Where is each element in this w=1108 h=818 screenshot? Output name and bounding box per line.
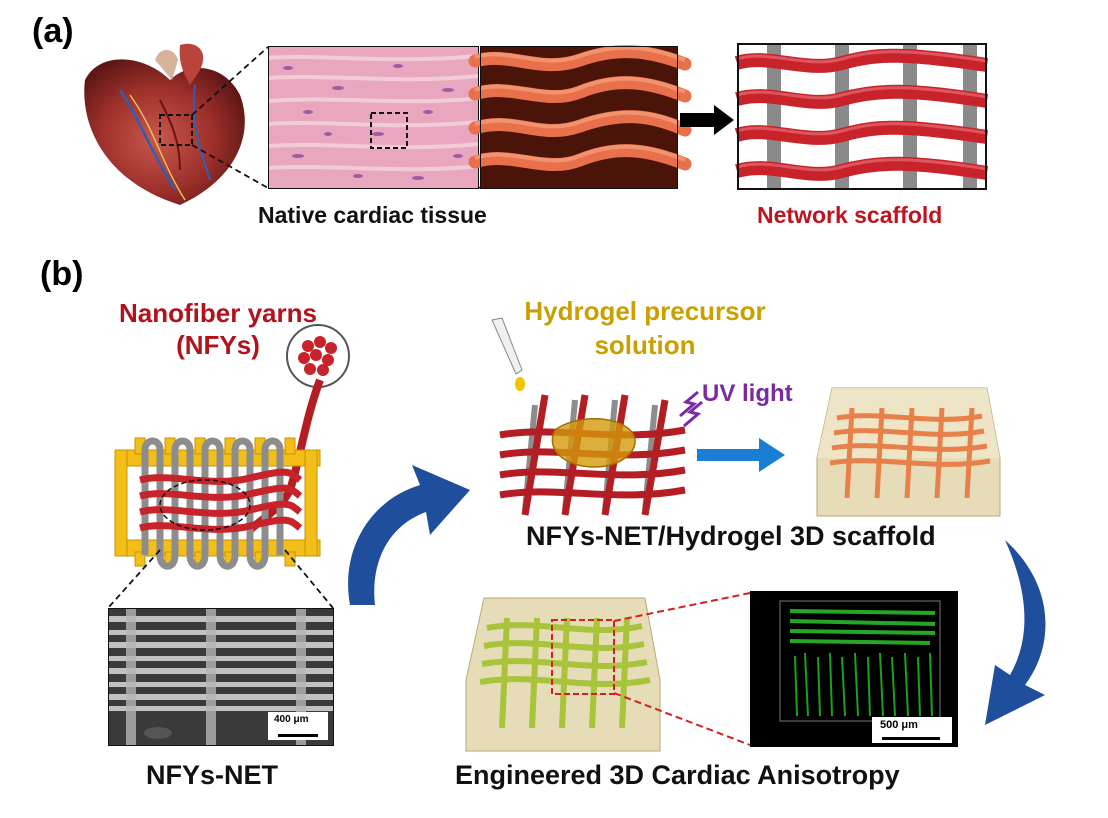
network-scaffold-image <box>734 43 989 190</box>
curved-arrow-icon-2 <box>985 540 1046 725</box>
uv-arrow-icon <box>697 438 785 472</box>
confocal-image <box>750 591 958 747</box>
uv-rays-icon <box>679 390 703 428</box>
histology-image <box>267 46 480 189</box>
pipette-icon <box>491 317 525 391</box>
uv-light-label: UV light <box>702 380 793 407</box>
engineered-box-3d <box>465 597 661 752</box>
hydrogel-mesh-illustration <box>499 394 686 516</box>
hydrogel-label: Hydrogel precursor solution <box>480 294 810 362</box>
nanofiber-yarns-line1: Nanofiber yarns <box>119 298 317 328</box>
panel-b-letter: (b) <box>40 255 84 293</box>
nfy-frame-illustration <box>114 378 324 570</box>
network-scaffold-label: Network scaffold <box>757 202 943 228</box>
hydrogel-box-3d <box>816 387 1001 517</box>
engineered-label: Engineered 3D Cardiac Anisotropy <box>455 760 900 790</box>
hydrogel-line1: Hydrogel precursor <box>524 296 766 326</box>
sem-image <box>108 608 334 746</box>
fiber-render-image <box>468 45 692 189</box>
native-tissue-label: Native cardiac tissue <box>258 202 487 228</box>
nanofiber-yarns-line2: (NFYs) <box>176 330 260 360</box>
confocal-scale-label: 500 μm <box>880 719 918 731</box>
heart-illustration <box>84 43 245 205</box>
curved-arrow-icon-1 <box>348 465 470 605</box>
panel-a-letter: (a) <box>32 12 74 50</box>
right-arrow-icon <box>680 105 734 135</box>
nfys-net-label: NFYs-NET <box>146 760 279 790</box>
sem-scale-label: 400 μm <box>274 714 309 725</box>
hydrogel-line2: solution <box>594 330 696 360</box>
scaffold-3d-label: NFYs-NET/Hydrogel 3D scaffold <box>526 521 936 551</box>
nanofiber-yarns-label: Nanofiber yarns (NFYs) <box>88 297 348 361</box>
